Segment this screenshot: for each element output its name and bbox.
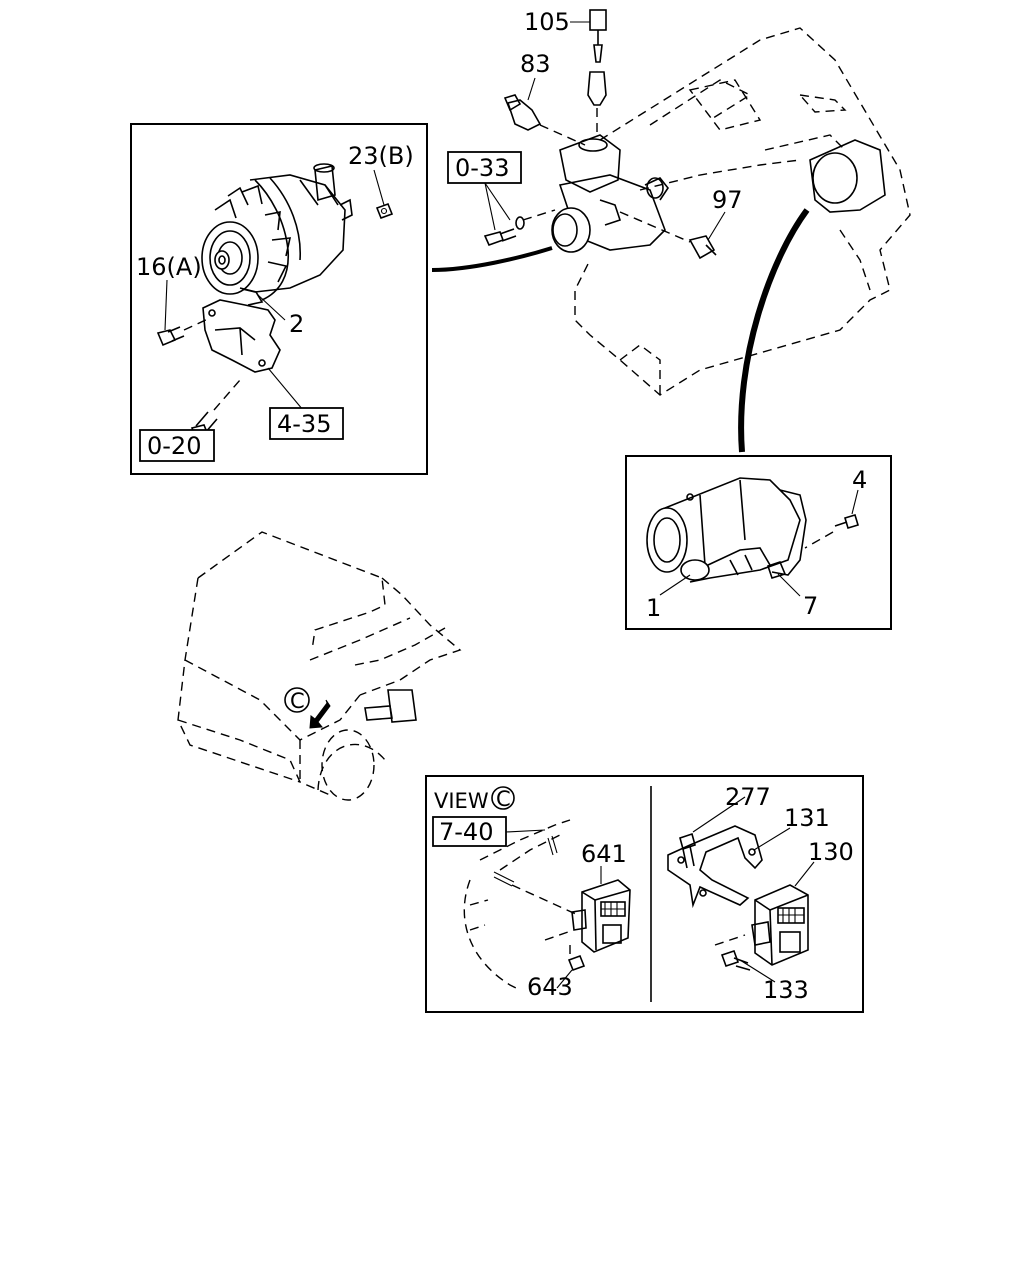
view-c-right [667, 825, 809, 971]
label-133: 133 [763, 976, 809, 1004]
label-105: 105 [524, 8, 570, 36]
sensor-83 [503, 94, 586, 146]
label-83: 83 [520, 50, 551, 78]
label-0-33: 0-33 [455, 154, 509, 182]
ref-box-0-33 [447, 151, 522, 184]
view-c-left [463, 819, 631, 991]
ref-box-4-35 [269, 407, 344, 440]
label-1: 1 [646, 594, 661, 622]
label-7-40: 7-40 [439, 818, 493, 846]
engine-block [483, 9, 911, 396]
label-23b: 23(B) [348, 142, 414, 170]
ref-box-7-40 [432, 816, 507, 847]
label-643: 643 [527, 973, 573, 1001]
label-277: 277 [725, 783, 771, 811]
view-c-title: VIEW [434, 789, 489, 813]
ref-box-0-20 [139, 429, 215, 462]
starter-inset [625, 455, 892, 630]
alternator-inset [130, 123, 428, 475]
truck-outline [177, 531, 462, 801]
label-97: 97 [712, 186, 743, 214]
label-130: 130 [808, 838, 854, 866]
label-2: 2 [289, 310, 304, 338]
label-16a: 16(A) [136, 253, 202, 281]
leader-lines [164, 21, 859, 989]
label-0-20: 0-20 [147, 432, 201, 460]
label-7: 7 [803, 592, 818, 620]
view-c-marker-letter: C [496, 787, 511, 811]
alternator [156, 163, 394, 442]
label-4: 4 [852, 466, 867, 494]
view-c-inset [425, 775, 864, 1013]
label-4-35: 4-35 [277, 410, 331, 438]
bolt-0-33 [483, 209, 556, 247]
sensor-105 [587, 9, 607, 138]
starter-motor [646, 477, 859, 583]
view-c-marker [491, 786, 515, 810]
hood-marker-letter: C [290, 689, 305, 713]
sensor-97 [619, 211, 717, 260]
label-641: 641 [581, 840, 627, 868]
label-131: 131 [784, 804, 830, 832]
